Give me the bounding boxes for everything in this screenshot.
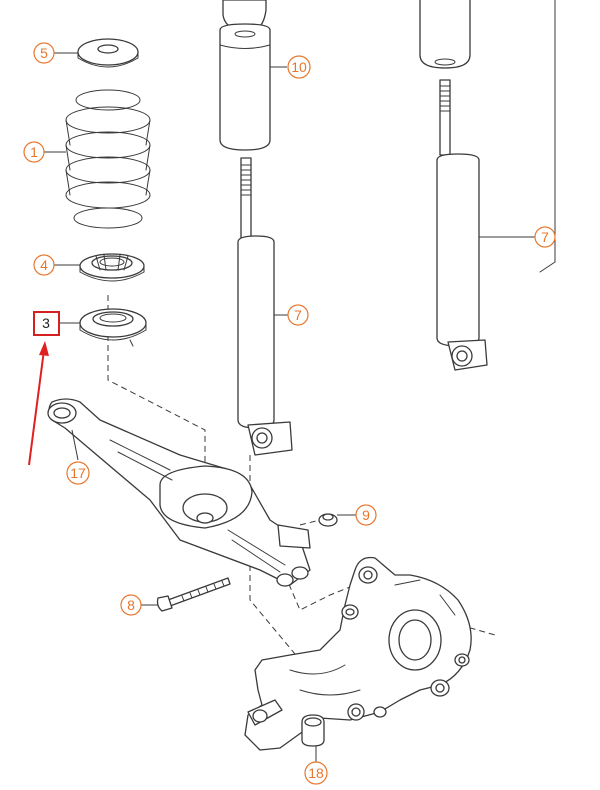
callout-leaders (44, 52, 535, 762)
highlight-box (33, 311, 60, 336)
vehicle-body-edge (539, 0, 556, 273)
callout-18: 18 (304, 761, 328, 785)
flange-nut (318, 513, 338, 527)
callout-8: 8 (120, 594, 142, 616)
callout-3-highlighted: 3 (33, 311, 60, 336)
mounting-bolt (156, 577, 231, 612)
callout-17: 17 (66, 461, 90, 485)
callout-3-label: 3 (42, 315, 50, 331)
callout-7-center-label: 7 (294, 307, 302, 323)
callout-7-right: 7 (534, 226, 556, 248)
callout-10: 10 (287, 55, 311, 79)
lower-spring-seat (79, 308, 147, 347)
spring-isolator-upper (79, 253, 145, 282)
callout-1: 1 (23, 141, 45, 163)
callout-10-label: 10 (291, 59, 307, 75)
callout-4-label: 4 (40, 257, 48, 273)
upper-spring-seat (77, 38, 139, 68)
callout-1-label: 1 (30, 144, 38, 160)
callout-7-right-label: 7 (541, 229, 549, 245)
callout-5: 5 (33, 42, 55, 64)
shock-absorber-boot (219, 0, 271, 151)
callout-9: 9 (355, 504, 377, 526)
lower-control-arm (47, 398, 311, 587)
callout-17-label: 17 (70, 465, 86, 481)
shock-absorber-right (419, 0, 488, 371)
callout-18-label: 18 (308, 765, 324, 781)
steering-knuckle (244, 556, 472, 751)
callout-9-label: 9 (362, 507, 370, 523)
callout-4: 4 (33, 254, 55, 276)
red-arrow-icon (28, 341, 49, 466)
coil-spring (65, 89, 151, 229)
callout-5-label: 5 (40, 45, 48, 61)
callout-8-label: 8 (127, 597, 135, 613)
callout-7-center: 7 (287, 304, 309, 326)
shock-absorber-center (237, 157, 293, 456)
